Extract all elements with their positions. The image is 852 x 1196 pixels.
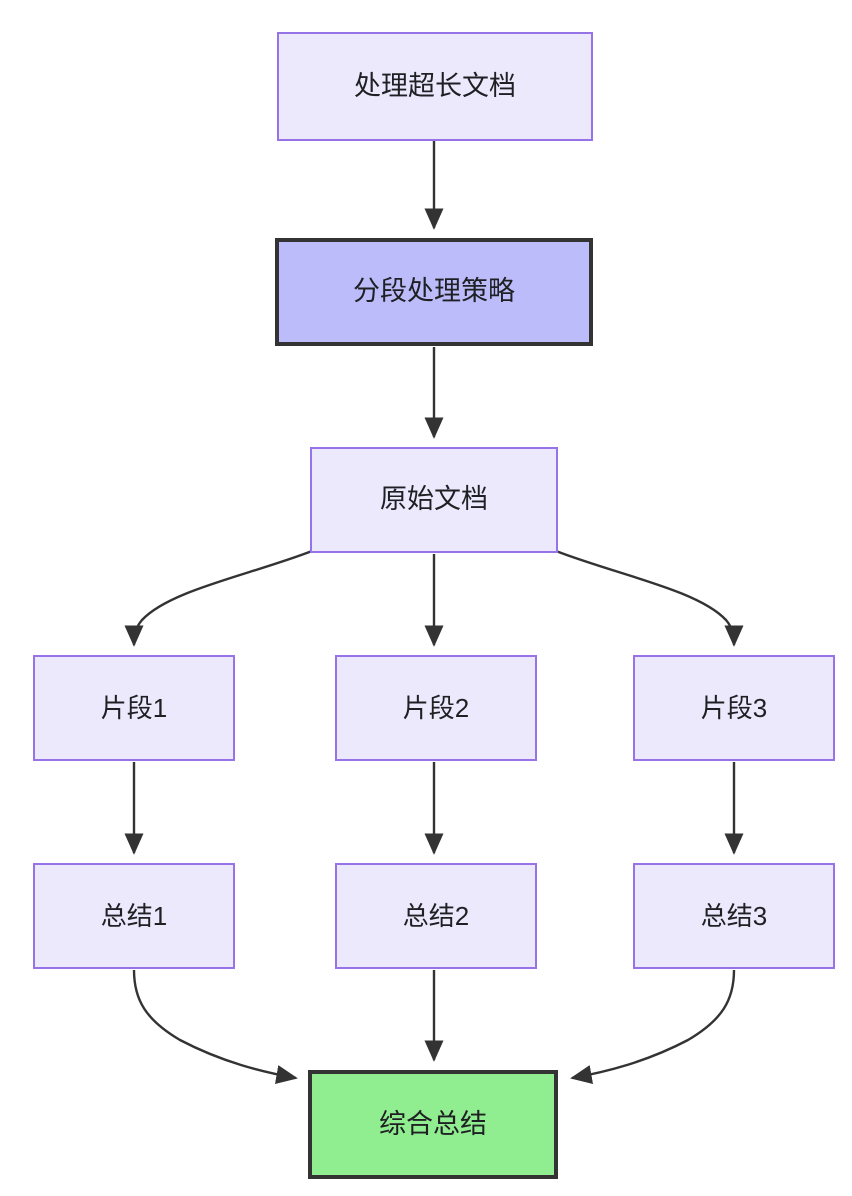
node-summary-3-label: 总结3 bbox=[700, 900, 768, 931]
edge-summary-3-to-final-summary bbox=[570, 969, 736, 1085]
edge-source-doc-to-chunk-3 bbox=[555, 549, 744, 647]
node-chunk-2-label: 片段2 bbox=[402, 692, 470, 723]
node-chunk-2[interactable]: 片段2 bbox=[335, 655, 537, 761]
node-chunk-1-label: 片段1 bbox=[100, 692, 168, 723]
node-long-doc[interactable]: 处理超长文档 bbox=[277, 32, 593, 141]
node-strategy[interactable]: 分段处理策略 bbox=[275, 238, 593, 346]
node-final-summary-label: 综合总结 bbox=[379, 1108, 487, 1139]
node-summary-1[interactable]: 总结1 bbox=[33, 863, 235, 969]
edge-source-doc-to-chunk-1 bbox=[124, 549, 313, 647]
node-final-summary[interactable]: 综合总结 bbox=[308, 1070, 558, 1179]
node-summary-2-label: 总结2 bbox=[402, 900, 470, 931]
node-summary-1-label: 总结1 bbox=[100, 900, 168, 931]
node-strategy-label: 分段处理策略 bbox=[353, 276, 515, 307]
node-long-doc-label: 处理超长文档 bbox=[354, 70, 516, 101]
edge-summary-1-to-final-summary bbox=[132, 969, 298, 1085]
node-source-doc[interactable]: 原始文档 bbox=[310, 447, 558, 553]
node-chunk-1[interactable]: 片段1 bbox=[33, 655, 235, 761]
node-chunk-3[interactable]: 片段3 bbox=[633, 655, 835, 761]
node-chunk-3-label: 片段3 bbox=[700, 692, 768, 723]
node-source-doc-label: 原始文档 bbox=[380, 484, 488, 515]
node-summary-2[interactable]: 总结2 bbox=[335, 863, 537, 969]
node-summary-3[interactable]: 总结3 bbox=[633, 863, 835, 969]
